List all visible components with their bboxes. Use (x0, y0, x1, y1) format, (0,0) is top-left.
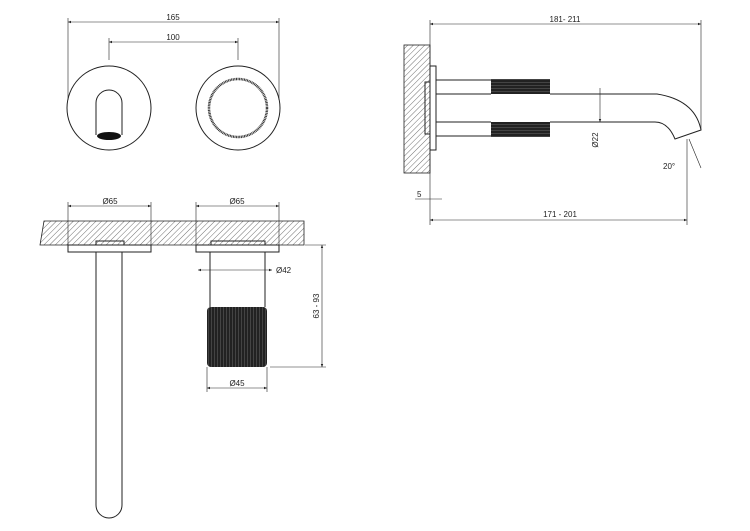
front-view: 165 100 (66, 13, 281, 151)
dim-center-distance: 100 (166, 33, 180, 42)
spout-side (550, 93, 702, 140)
dim-cartridge: Ø42 (276, 266, 292, 275)
dim-spout-projection: 171 - 201 (543, 210, 577, 219)
spout-plan (95, 252, 123, 519)
spout-outlet (97, 132, 121, 140)
wall-side (403, 44, 431, 174)
spout-rosette (66, 65, 152, 151)
dim-depth: 63 - 93 (312, 293, 321, 318)
wall-section (39, 220, 305, 246)
handle-rosette (195, 65, 281, 151)
plan-section: Ø65 Ø65 Ø42 Ø45 63 - 93 (39, 197, 326, 519)
dim-overall-projection: 181- 211 (550, 15, 582, 24)
dim-flange-thickness: 5 (417, 190, 422, 199)
side-view: 181- 211 Ø22 20° 5 171 - 201 (403, 15, 702, 225)
dim-flange-right: Ø65 (229, 197, 245, 206)
knurl-upper (491, 79, 550, 94)
dim-pipe: Ø22 (591, 132, 600, 148)
dim-angle: 20° (663, 162, 675, 171)
spout-front (95, 89, 123, 135)
knurled-handle (207, 307, 267, 367)
dim-flange-left: Ø65 (102, 197, 118, 206)
knurl-lower (491, 122, 550, 137)
handle-knob (207, 77, 269, 139)
dim-handle: Ø45 (229, 379, 245, 388)
dim-overall-width: 165 (166, 13, 180, 22)
